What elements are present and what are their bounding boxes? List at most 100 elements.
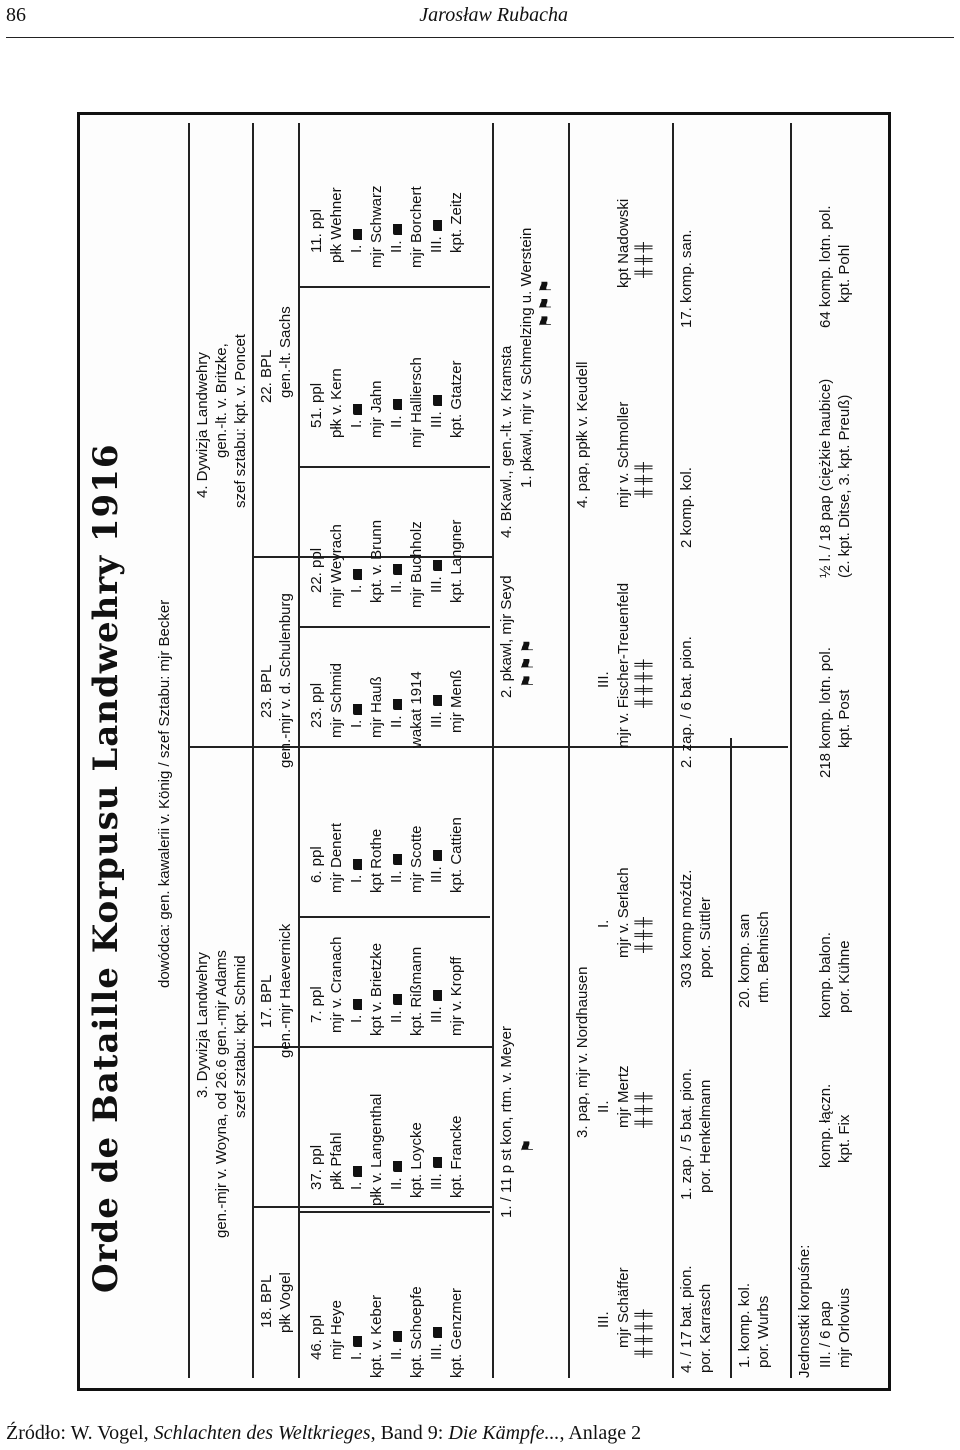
art4-name: 4. pap, ppłk v. Keudell bbox=[574, 361, 591, 508]
battalion-icon bbox=[432, 990, 442, 1002]
reg11-b1c: mjr Schwarz bbox=[368, 185, 385, 268]
hv-name: ½ l. / 18 pap (ciężkie haubice) bbox=[817, 378, 834, 578]
b-label: III. bbox=[428, 711, 445, 728]
art4-d2c: mjr v. Schmoller bbox=[615, 401, 632, 508]
san17-name: 17. komp. san. bbox=[678, 229, 695, 328]
div3-name: 3. Dywizja Landwehry bbox=[194, 952, 211, 1098]
reg51-cmd: płk v. Kern bbox=[328, 368, 345, 438]
art3-d3c: mjr Schäffer bbox=[615, 1267, 632, 1348]
reg6-b1c: kpt Rothe bbox=[368, 828, 385, 893]
b-label: II. bbox=[388, 715, 405, 728]
reg51-b3c: kpt. Gtatzer bbox=[448, 360, 465, 438]
air218-cmd: kpt. Post bbox=[836, 689, 853, 748]
battalion-icon bbox=[392, 564, 402, 576]
corps-label: Jednostki korpuśne: bbox=[796, 1244, 813, 1378]
battalion-icon bbox=[392, 224, 402, 236]
reg37-name: 37. ppl bbox=[308, 1144, 325, 1190]
battalion-icon bbox=[432, 560, 442, 572]
b-label: I. bbox=[348, 244, 365, 253]
reg11-b1: I. bbox=[348, 228, 366, 253]
reg51-name: 51. ppl bbox=[308, 382, 325, 428]
san20-cmd: rtm. Behnisch bbox=[755, 911, 772, 1003]
reg22-b3: III. bbox=[428, 560, 446, 593]
pio4-name: 4. / 17 bat. pion. bbox=[678, 1265, 695, 1373]
reg37-b3: III. bbox=[428, 1157, 446, 1190]
art3-d2c: mjr Mertz bbox=[615, 1065, 632, 1129]
caption-subtitle: Die Kämpfe... bbox=[448, 1422, 560, 1444]
div3-cmd: gen.-mjr v. Woyna, od 26.6 gen.-mjr Adam… bbox=[213, 950, 230, 1238]
sig-cmd: kpt. Fix bbox=[836, 1114, 853, 1163]
reg11-b2c: mjr Borchert bbox=[408, 186, 425, 268]
reg22-b1c: kpt. v. Brunn bbox=[368, 519, 385, 603]
pap6-cmd: mjr Orlovius bbox=[836, 1287, 853, 1368]
battalion-icon bbox=[432, 1157, 442, 1169]
reg51-b2: II. bbox=[388, 399, 406, 428]
battalion-icon bbox=[352, 1165, 362, 1177]
battalion-icon bbox=[352, 858, 362, 870]
battalion-icon bbox=[352, 568, 362, 580]
b-label: III. bbox=[428, 1343, 445, 1360]
reg46-b2c: kpt. Schoepfe bbox=[408, 1286, 425, 1378]
reg23-b1: I. bbox=[348, 703, 366, 728]
reg22-b2c: mjr Buchholz bbox=[408, 521, 425, 608]
battalion-icon bbox=[392, 994, 402, 1006]
reg11-b3c: kpt. Zeitz bbox=[448, 192, 465, 253]
cav2-label: 2. pkawl, mjr Seyd bbox=[498, 575, 515, 698]
running-author: Jarosław Rubacha bbox=[419, 4, 568, 26]
reg23-name: 23. ppl bbox=[308, 682, 325, 728]
reg7-b1: I. bbox=[348, 998, 366, 1023]
air64-name: 64 komp. lotn. pol. bbox=[817, 205, 834, 328]
reg-divider bbox=[298, 286, 490, 288]
reg22-b2: II. bbox=[388, 564, 406, 593]
kol2-name: 2 komp. kol. bbox=[678, 467, 695, 548]
pap6-name: III. / 6 pap bbox=[817, 1301, 834, 1368]
page-header: 86 Jarosław Rubacha bbox=[0, 0, 960, 40]
caption-prefix: Źródło: W. Vogel, bbox=[6, 1422, 154, 1444]
pio4-cmd: por. Karrasch bbox=[697, 1283, 714, 1373]
gun-icons: ╫╫╫ bbox=[635, 915, 652, 953]
reg7-b3: III. bbox=[428, 990, 446, 1023]
reg7-cmd: mjr v. Cranach bbox=[328, 936, 345, 1033]
brig23-cmd: gen.-mjr v. d. Schulenburg bbox=[277, 593, 294, 768]
page-number: 86 bbox=[6, 4, 26, 26]
brig22-cmd: gen.-lt. Sachs bbox=[277, 306, 294, 398]
reg-divider bbox=[298, 466, 490, 468]
cav1-label: 1. / 11 p st kon, rtm. v. Meyer bbox=[498, 1025, 515, 1218]
reg23-cmd: mjr Schmid bbox=[328, 662, 345, 738]
reg7-b3c: mjr v. Kropff bbox=[448, 956, 465, 1036]
reg7-name: 7. ppl bbox=[308, 986, 325, 1023]
b-label: I. bbox=[348, 584, 365, 593]
battalion-icon bbox=[432, 395, 442, 407]
gun-icons: ╫╫╫╫ bbox=[635, 1307, 652, 1358]
b-label: II. bbox=[388, 415, 405, 428]
pioneer-line bbox=[672, 123, 674, 1378]
cavalry-flags-icon-2: ⚑⚑⚑ bbox=[538, 275, 555, 328]
div4-staff: szef sztabu: kpt. v. Poncet bbox=[232, 334, 249, 508]
reg11-name: 11. ppl bbox=[308, 209, 325, 253]
art3-d1c: mjr v. Serlach bbox=[615, 867, 632, 958]
b-label: III. bbox=[428, 1173, 445, 1190]
art4-d1c: kpt Nadowski bbox=[615, 198, 632, 288]
corps-line bbox=[790, 123, 792, 1378]
reg23-b3: III. bbox=[428, 695, 446, 728]
reg37-b3c: kpt. Francke bbox=[448, 1115, 465, 1198]
kol1-name: 1. komp. kol. bbox=[736, 1282, 753, 1368]
battalion-icon bbox=[392, 699, 402, 711]
reg6-name: 6. ppl bbox=[308, 846, 325, 883]
reg-divider bbox=[298, 916, 490, 918]
caption-middle: , Band 9: bbox=[370, 1422, 449, 1444]
reg7-b2c: kpt. Rißmann bbox=[408, 946, 425, 1036]
brig22-name: 22. BPL bbox=[258, 349, 275, 403]
reg46-b2: II. bbox=[388, 1331, 406, 1360]
brig17-cmd: gen.-mjr Haevernick bbox=[277, 923, 294, 1058]
reg37-cmd: płk Pfahl bbox=[328, 1132, 345, 1190]
caption-suffix: , Anlage 2 bbox=[559, 1422, 642, 1444]
air218-name: 218 komp. lotn. pol. bbox=[817, 647, 834, 778]
b-label: II. bbox=[388, 870, 405, 883]
b-label: I. bbox=[348, 1181, 365, 1190]
reg11-cmd: płk Wehner bbox=[328, 187, 345, 263]
div3-staff: szef sztabu: kpt. Schmid bbox=[232, 955, 249, 1118]
reg46-cmd: mjr Heye bbox=[328, 1299, 345, 1360]
b-label: I. bbox=[348, 1351, 365, 1360]
pio2-name: 2. zap. / 6 bat. pion. bbox=[678, 636, 695, 768]
